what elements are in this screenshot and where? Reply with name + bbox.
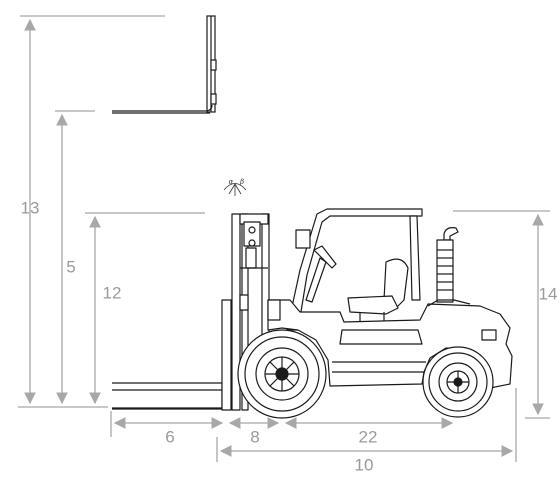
rear-wheel [422,346,494,418]
dim-label-8: 8 [250,427,259,446]
dim-label-12: 12 [103,283,122,302]
exhaust-pipe [436,227,459,303]
dim-label-22: 22 [359,427,378,446]
overhead-guard [286,208,423,331]
raised-fork [112,15,217,114]
tilt-label-alpha: α [229,178,234,186]
front-wheel [237,329,327,419]
tilt-label-beta: β [239,178,244,186]
forklift [112,208,513,419]
dim-label-10: 10 [355,455,374,474]
dimension-lines [18,15,550,462]
dim-label-13: 13 [21,198,40,217]
dim-label-5: 5 [66,257,75,276]
tilt-angle-symbol: α β [223,178,247,196]
chassis-body [267,299,513,389]
dim-label-6: 6 [165,427,174,446]
lowered-fork [112,299,234,411]
operator-seat [347,258,409,322]
dim-label-14: 14 [539,284,558,303]
